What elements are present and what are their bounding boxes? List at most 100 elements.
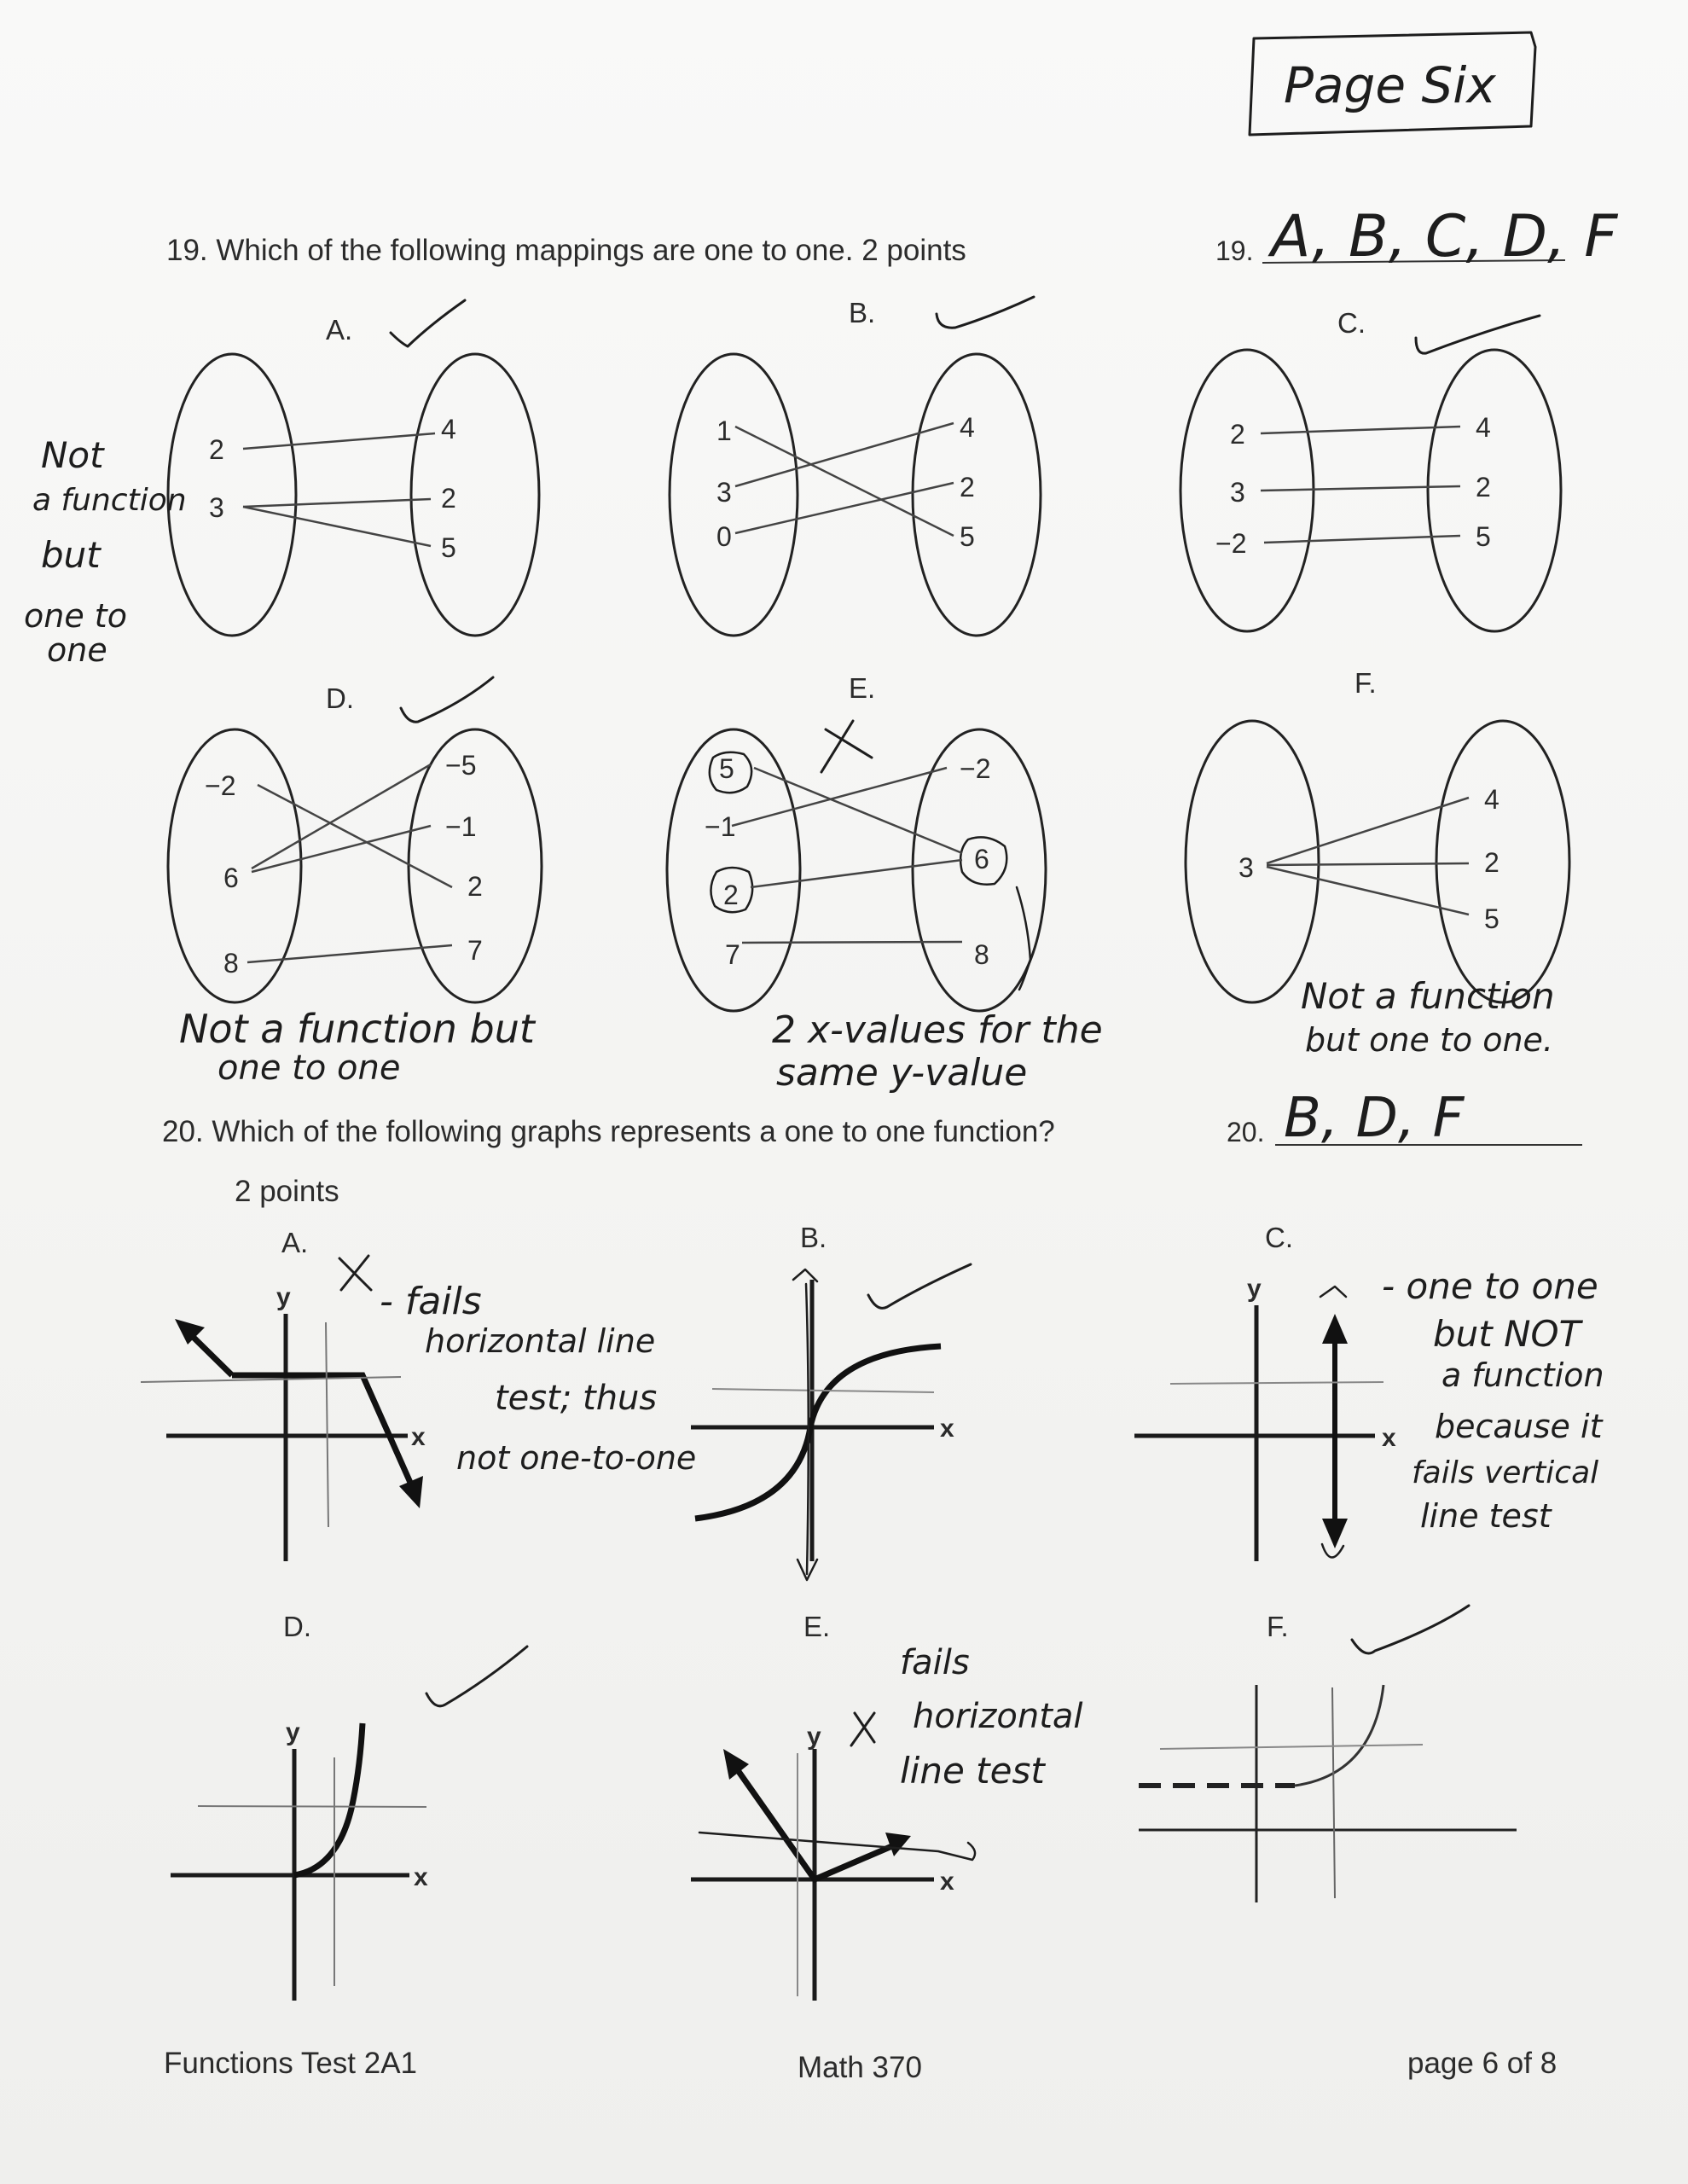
footer-center: Math 370 — [798, 2051, 922, 2084]
graph-label: B. — [800, 1222, 827, 1253]
note-left-margin: Not a function but one to one — [24, 434, 187, 669]
annotation-pointer — [1015, 886, 1032, 991]
range-value: 4 — [960, 412, 975, 443]
svg-text:fails vertical: fails vertical — [1412, 1455, 1598, 1490]
circle-mark — [708, 751, 753, 794]
graph-label: C. — [1265, 1222, 1293, 1253]
range-value: 5 — [441, 532, 456, 563]
svg-text:test; thus: test; thus — [495, 1379, 657, 1418]
range-value: 2 — [1484, 847, 1499, 878]
graph-label: E. — [803, 1611, 830, 1642]
range-value: 4 — [1476, 412, 1491, 443]
graph-e: E. y x — [691, 1611, 977, 2001]
mapping-arrows — [242, 432, 436, 548]
svg-text:one: one — [47, 631, 107, 669]
domain-oval — [1179, 348, 1315, 633]
range-value: 8 — [974, 939, 989, 970]
test-line — [698, 1831, 977, 1862]
x-axis-label: x — [1382, 1424, 1396, 1452]
mapping-c: C. 2 3 −2 4 2 5 — [1179, 307, 1563, 633]
domain-value: 2 — [1230, 419, 1245, 450]
mapping-label: A. — [326, 314, 352, 346]
graph-curve — [1294, 1684, 1385, 1787]
range-value: −1 — [445, 811, 476, 842]
mapping-arrows — [247, 763, 453, 964]
svg-text:one to one: one to one — [218, 1048, 400, 1088]
check-mark-icon — [389, 299, 467, 348]
q19-answer: A, B, C, D, F — [1267, 203, 1618, 270]
graph-curve — [731, 1762, 902, 1884]
test-line — [711, 1388, 935, 1393]
x-axis-label: x — [940, 1867, 954, 1896]
svg-text:same y-value: same y-value — [776, 1051, 1027, 1095]
cross-mark-icon — [338, 1254, 373, 1292]
domain-value: 2 — [209, 434, 224, 465]
mapping-b: B. 1 3 0 4 2 5 — [668, 295, 1042, 637]
q20-answer: B, D, F — [1284, 1087, 1465, 1150]
range-value: 5 — [1476, 521, 1491, 552]
test-line — [1319, 1285, 1348, 1559]
note-mapping-e: 2 x-values for the same y-value — [772, 1008, 1103, 1095]
mapping-label: C. — [1337, 307, 1366, 339]
range-oval — [911, 728, 1047, 1013]
y-axis-label: y — [807, 1722, 821, 1751]
domain-value: 5 — [719, 753, 734, 784]
graph-label: F. — [1267, 1611, 1289, 1642]
graph-label: D. — [283, 1611, 311, 1642]
domain-oval — [166, 728, 303, 1004]
mapping-a: A. 2 3 4 2 5 — [166, 299, 541, 637]
x-axis-label: x — [414, 1863, 428, 1891]
range-value: −2 — [960, 753, 990, 784]
graph-label: A. — [281, 1227, 308, 1258]
note-graph-c: - one to one but NOT a function because … — [1382, 1265, 1604, 1535]
note-mapping-d: Not a function but one to one — [179, 1006, 537, 1088]
domain-value: 2 — [723, 880, 739, 910]
mapping-label: B. — [849, 297, 875, 328]
domain-value: 1 — [716, 415, 732, 446]
x-axis-label: x — [940, 1414, 954, 1443]
cross-mark-icon — [850, 1711, 876, 1747]
check-mark-icon — [1414, 314, 1541, 355]
svg-text:not one-to-one: not one-to-one — [456, 1439, 696, 1477]
range-oval — [407, 728, 543, 1004]
svg-text:horizontal: horizontal — [913, 1697, 1083, 1736]
domain-value: 3 — [209, 492, 224, 523]
svg-text:a function: a function — [32, 483, 187, 518]
range-oval — [1426, 348, 1563, 633]
range-value: 5 — [960, 521, 975, 552]
test-line — [1331, 1687, 1336, 1899]
svg-text:but: but — [41, 534, 102, 576]
test-line — [792, 1268, 819, 1582]
domain-value: −1 — [705, 811, 735, 842]
mapping-arrows — [731, 766, 963, 944]
graph-curve — [293, 1722, 366, 1879]
graph-a: A. y x — [140, 1227, 426, 1561]
range-value: 5 — [1484, 903, 1499, 934]
mapping-f: F. 3 4 2 5 — [1184, 667, 1571, 1004]
test-line — [197, 1805, 427, 1808]
q20-answer-label: 20. — [1227, 1117, 1264, 1147]
range-oval — [409, 352, 541, 637]
domain-value: 6 — [223, 863, 239, 893]
domain-oval — [665, 728, 802, 1013]
svg-text:but one to one.: but one to one. — [1305, 1021, 1553, 1059]
mapping-arrows — [1260, 425, 1461, 544]
domain-value: 8 — [223, 948, 239, 979]
domain-value: 0 — [716, 521, 732, 552]
range-value: 4 — [1484, 784, 1499, 815]
arrow-head-icon — [723, 1749, 749, 1780]
cross-mark-icon — [820, 719, 873, 774]
arrow-head-icon — [175, 1319, 205, 1345]
y-axis-label: y — [276, 1283, 291, 1311]
graph-b: B. x — [691, 1222, 972, 1582]
note-mapping-f: Not a function but one to one. — [1301, 975, 1555, 1059]
y-axis-label: y — [1247, 1275, 1262, 1303]
page-box-frame — [1248, 31, 1537, 136]
q20-points: 2 points — [235, 1175, 339, 1208]
x-axis-label: x — [411, 1423, 426, 1451]
range-value: −5 — [445, 750, 476, 781]
domain-value: −2 — [1215, 528, 1246, 559]
range-value: 2 — [960, 472, 975, 502]
